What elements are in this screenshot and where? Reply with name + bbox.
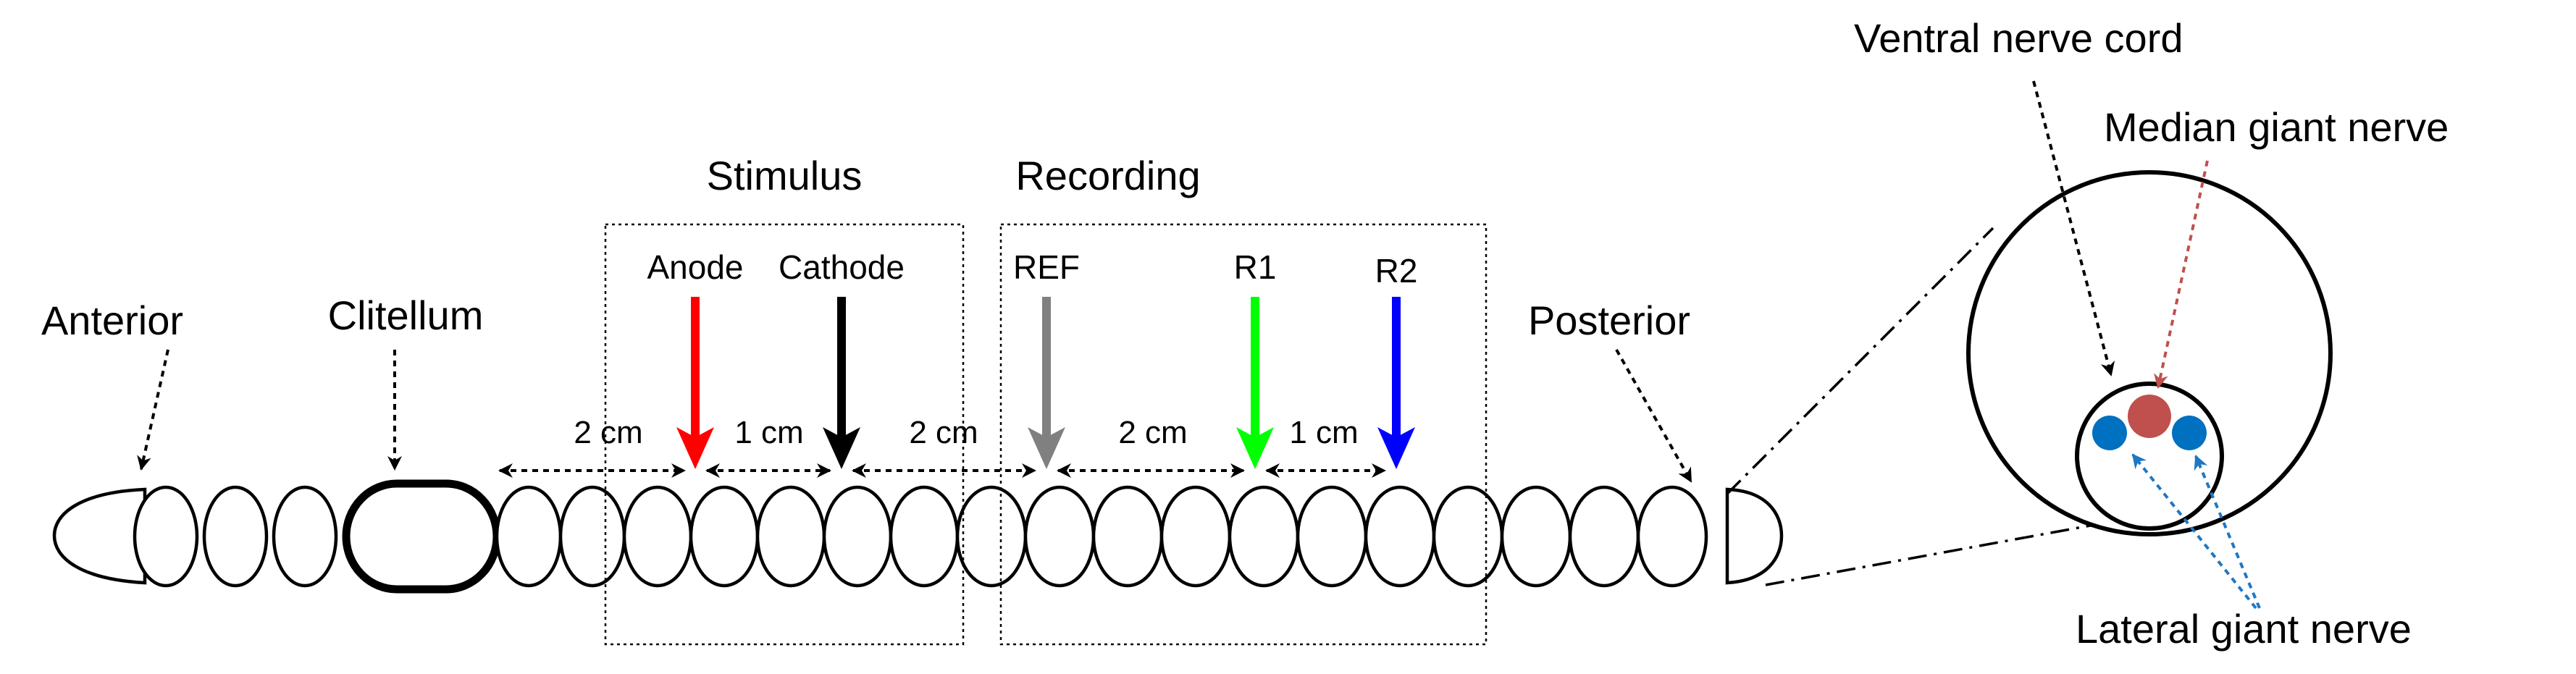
distance-label: 1 cm [1289,415,1358,450]
anterior-tip [52,487,147,585]
cathode-arrow-head [823,427,860,469]
ventral-nerve-cord-pointer [2032,80,2115,376]
r2-arrow-head [1377,427,1415,469]
segments [133,479,1708,594]
segment [1364,485,1436,588]
distance-markers: 2 cm 1 cm 2 cm 2 cm 1 cm [498,415,1386,478]
segment [202,485,269,588]
lateral-giant-nerve-pointer-right [2194,455,2261,609]
electrode-cathode: Cathode [779,248,905,469]
posterior-pointer [1615,349,1692,483]
electrode-anode: Anode [647,248,744,469]
segment [755,485,826,588]
anterior-pointer [137,349,169,471]
segment [558,485,626,588]
electrode-ref: REF [1013,248,1080,469]
stimulus-box [604,223,965,646]
segment [1432,485,1504,588]
lateral-giant-nerve-dot-right [2172,416,2207,450]
r1-label: R1 [1234,248,1277,286]
ventral-nerve-cord-label: Ventral nerve cord [1854,15,2183,61]
segment [1568,485,1640,588]
posterior-tip [1725,487,1784,585]
distance-label: 2 cm [1118,415,1187,450]
segment [1091,485,1164,588]
body-outer-circle [1966,170,2333,536]
segment [1500,485,1572,588]
segment [822,485,893,588]
segment [1228,485,1300,588]
distance-label: 1 cm [734,415,803,450]
anode-arrow-head [676,427,714,469]
ref-label: REF [1013,248,1080,286]
segment [495,485,563,588]
segment [1296,485,1368,588]
segment [133,485,199,588]
electrode-r1: R1 [1234,248,1277,469]
lateral-giant-nerve-pointer-left [2131,453,2257,610]
zoom-line-top [1726,227,1994,495]
worm-body [52,479,1784,594]
distance-label: 2 cm [574,415,642,450]
segment [955,485,1028,588]
zoom-line-bottom [1765,518,2123,586]
distance-label: 2 cm [909,415,978,450]
segment [272,485,338,588]
lateral-giant-nerve-label: Lateral giant nerve [2076,606,2412,652]
segment [1023,485,1096,588]
segment [889,485,960,588]
segment [622,485,693,588]
stimulus-label: Stimulus [707,153,863,198]
cathode-label: Cathode [779,248,905,286]
clitellum-label: Clitellum [328,292,484,338]
ref-arrow-head [1028,427,1065,469]
anode-label: Anode [647,248,743,286]
r1-arrow-head [1236,427,1274,469]
anterior-label: Anterior [41,298,183,343]
median-giant-nerve-dot [2128,395,2171,438]
clitellum-segment [342,479,501,594]
r2-label: R2 [1375,252,1418,290]
lateral-giant-nerve-dot-left [2092,416,2127,450]
electrode-r2: R2 [1375,252,1418,469]
recording-label: Recording [1015,153,1200,198]
segment [1636,485,1708,588]
segment [689,485,760,588]
recording-box [999,223,1488,646]
posterior-label: Posterior [1528,298,1690,343]
cross-section [1966,170,2333,536]
segment [1159,485,1232,588]
median-giant-nerve-label: Median giant nerve [2104,104,2449,150]
